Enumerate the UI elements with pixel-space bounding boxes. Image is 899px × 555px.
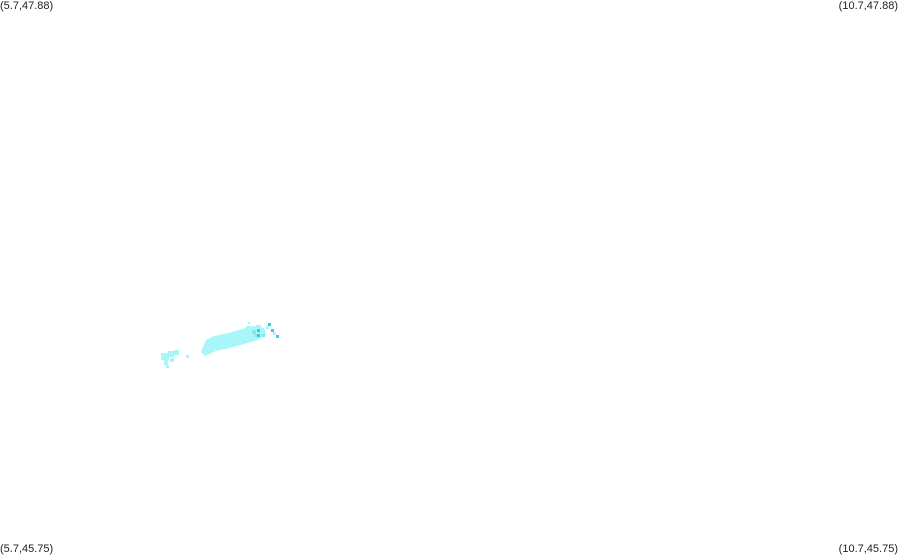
west-cell (186, 355, 189, 358)
medium-cell (252, 330, 256, 334)
west-cell (164, 360, 168, 365)
main-point-cluster (201, 325, 266, 356)
cluster-cell (209, 340, 215, 346)
corner-label-bottom-right: (10.7,45.75) (838, 543, 898, 555)
west-cell (166, 365, 169, 368)
cluster-cell (261, 330, 265, 334)
west-cell (168, 351, 174, 357)
west-cell (161, 353, 169, 360)
dark-point (257, 329, 260, 332)
scatter-point (266, 326, 269, 329)
medium-density-cells (252, 330, 265, 337)
scattered-points (248, 322, 276, 335)
corner-label-top-left: (5.7,47.88) (0, 0, 54, 12)
dark-point (276, 335, 279, 338)
medium-cell (262, 334, 265, 337)
dark-point (257, 334, 260, 337)
cluster-cell (203, 348, 209, 354)
high-density-points (257, 323, 279, 338)
medium-cell (255, 334, 258, 337)
west-point-cluster (161, 350, 189, 368)
cluster-cell (256, 325, 261, 330)
cluster-cell (246, 326, 251, 331)
scatter-point (273, 332, 276, 335)
west-cell (170, 358, 174, 362)
main-cluster-body (201, 326, 266, 356)
corner-label-top-right: (10.7,47.88) (838, 0, 898, 12)
dark-point (268, 323, 271, 326)
west-cell (174, 350, 179, 355)
corner-label-bottom-left: (5.7,45.75) (0, 543, 54, 555)
scatter-point (248, 322, 250, 324)
dark-point (271, 329, 274, 332)
